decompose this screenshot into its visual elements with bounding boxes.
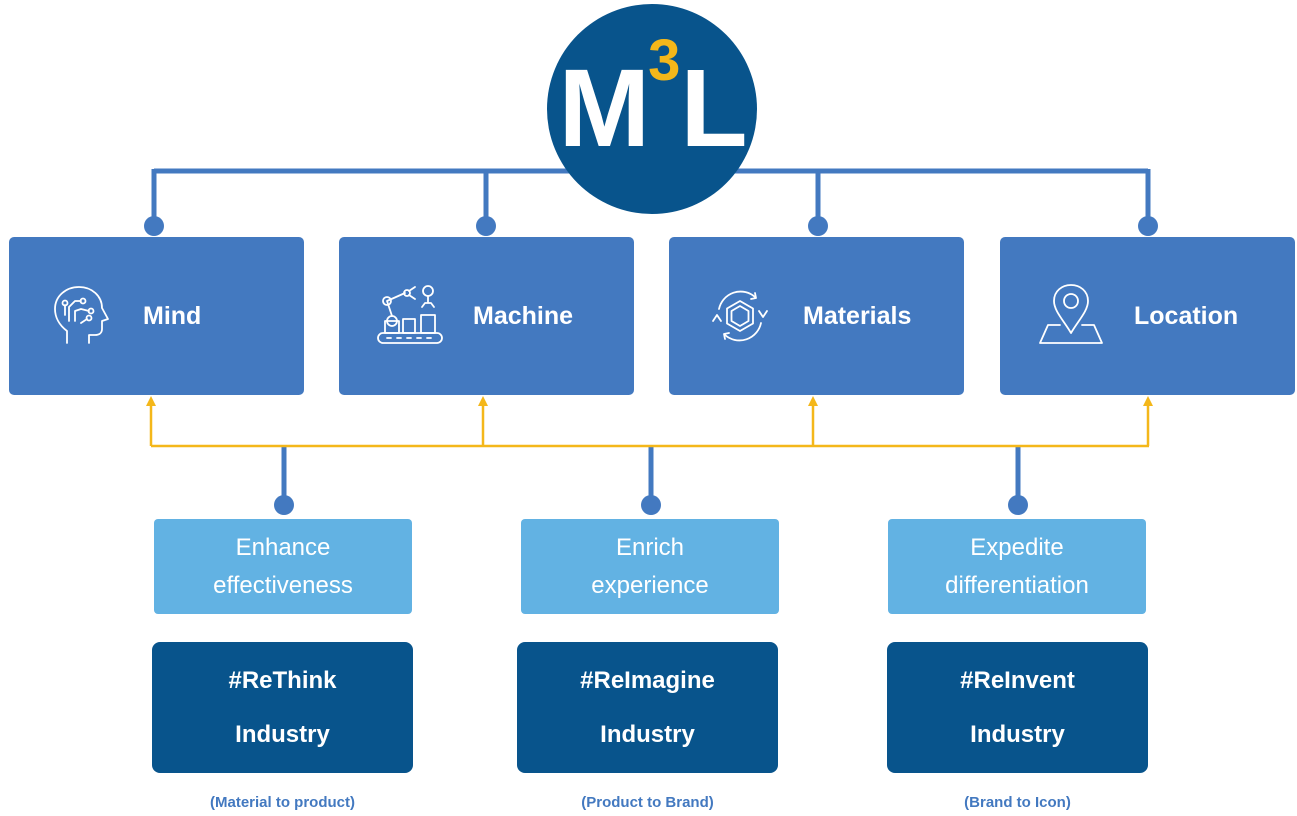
logo-superscript: 3 (648, 28, 680, 93)
tag-line-2: Industry (600, 720, 695, 748)
pillar-label: Materials (803, 301, 912, 330)
tag-reimagine-industry: #ReImagine Industry (517, 642, 778, 773)
goal-line-2: experience (591, 571, 709, 599)
pillar-label: Machine (473, 301, 574, 330)
goal-line-1: Enrich (615, 533, 685, 561)
goal-expedite-differentiation: Expedite differentiation (888, 519, 1146, 614)
goal-line-1: Enhance (235, 533, 331, 561)
tag-line-2: Industry (970, 720, 1065, 748)
note-material-to-product: (Material to product) (210, 794, 355, 811)
robot-arm-conveyor-icon (375, 281, 445, 351)
pillar-machine: Machine (339, 237, 634, 395)
goal-enhance-effectiveness: Enhance effectiveness (154, 519, 412, 614)
pillar-location: Location (1000, 237, 1295, 395)
goal-enrich-experience: Enrich experience (521, 519, 779, 614)
map-pin-icon (1036, 281, 1106, 351)
goal-line-1: Expedite (970, 533, 1064, 561)
pillar-materials: Materials (669, 237, 964, 395)
goal-line-2: differentiation (945, 571, 1089, 599)
note-product-to-brand: (Product to Brand) (581, 794, 714, 811)
goal-line-2: effectiveness (213, 571, 353, 599)
tag-reinvent-industry: #ReInvent Industry (887, 642, 1148, 773)
pillar-mind: Mind (9, 237, 304, 395)
logo-letter-l: L (680, 47, 747, 170)
tag-line-1: #ReImagine (580, 666, 715, 694)
pillar-label: Mind (143, 301, 202, 330)
tag-rethink-industry: #ReThink Industry (152, 642, 413, 773)
note-brand-to-icon: (Brand to Icon) (964, 794, 1071, 811)
brain-head-icon (45, 281, 115, 351)
pillar-label: Location (1134, 301, 1239, 330)
hexagon-cycle-icon (705, 281, 775, 351)
tag-line-1: #ReInvent (960, 666, 1075, 694)
tag-line-1: #ReThink (228, 666, 337, 694)
logo-letter-m: M (558, 47, 650, 170)
tag-line-2: Industry (235, 720, 330, 748)
